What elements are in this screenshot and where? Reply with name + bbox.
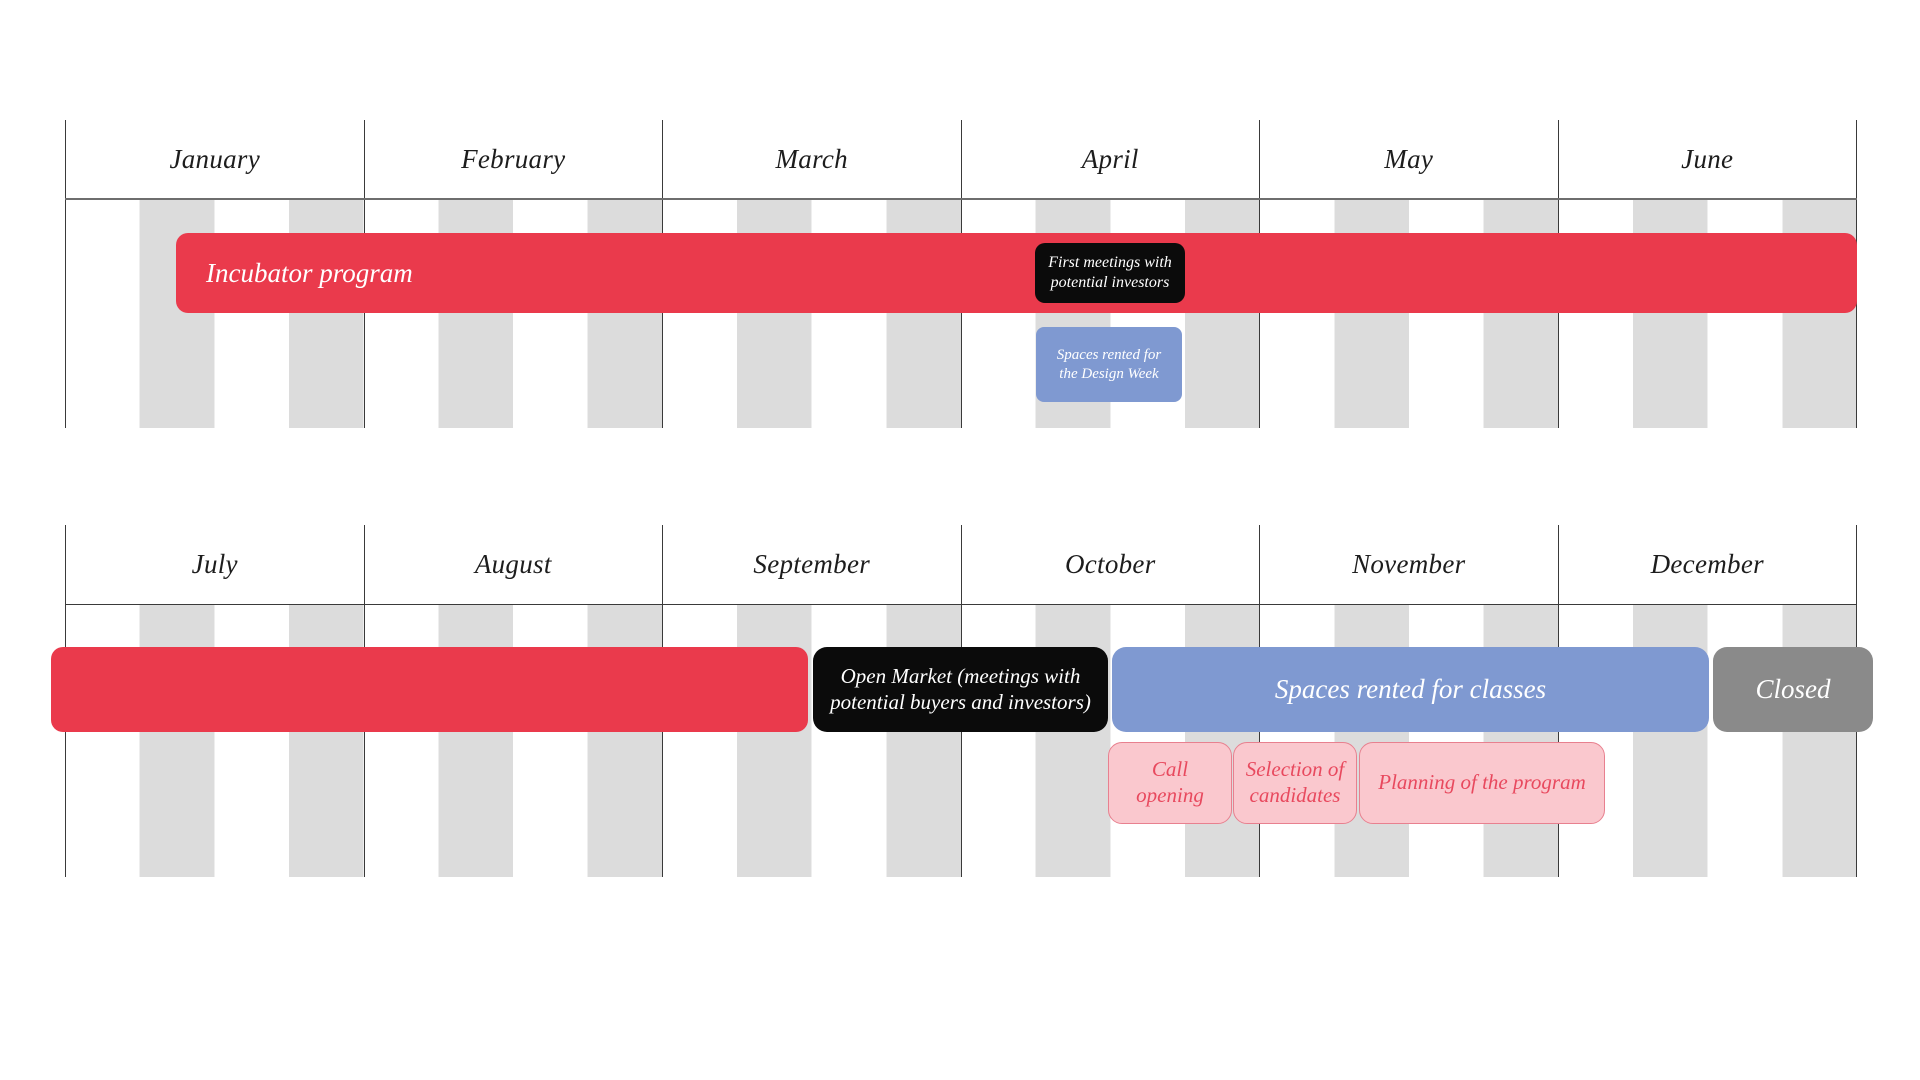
bar-call-opening[interactable]: Call opening [1108, 742, 1232, 824]
bar-incubator-program-continued[interactable] [51, 647, 808, 732]
timeline-section-second-half: July August September October November D… [51, 525, 1873, 877]
month-label-december: December [1650, 549, 1764, 579]
bar-planning-of-the-program[interactable]: Planning of the program [1359, 742, 1605, 824]
month-cell-january: January [65, 120, 364, 198]
month-label-august: August [474, 549, 552, 579]
month-label-april: April [1081, 143, 1139, 174]
month-label-november: November [1352, 549, 1466, 579]
week-stripes-second-half [65, 605, 1857, 877]
bar-label-incubator-program: Incubator program [206, 257, 413, 288]
bar-label-design-week-line2: the Design Week [1059, 365, 1159, 382]
month-cell-august: August [363, 525, 663, 604]
bar-design-week[interactable]: Spaces rented for the Design Week [1036, 327, 1182, 402]
month-label-october: October [1064, 549, 1156, 579]
bar-label-selection-line2: candidates [1249, 783, 1341, 807]
bar-incubator-program[interactable]: Incubator program [176, 233, 1857, 313]
month-cell-april: April [960, 120, 1260, 198]
bar-label-first-meetings: First meetings with potential investors [1035, 253, 1185, 292]
bar-label-open-market: Open Market (meetings with potential buy… [813, 664, 1108, 715]
month-label-may: May [1384, 143, 1434, 174]
bar-label-planning-of-the-program: Planning of the program [1378, 770, 1586, 795]
bar-label-open-market-line1: Open Market (meetings with [840, 663, 1081, 688]
month-cell-june: June [1557, 120, 1857, 198]
bar-label-open-market-line2: potential buyers and investors) [830, 689, 1091, 714]
bar-open-market[interactable]: Open Market (meetings with potential buy… [813, 647, 1108, 732]
bar-label-first-meetings-line2: potential investors [1050, 274, 1170, 291]
bar-label-design-week-line1: Spaces rented for [1056, 347, 1162, 364]
bar-label-selection-of-candidates: Selection of candidates [1234, 757, 1356, 808]
plot-area-second-half: Open Market (meetings with potential buy… [51, 605, 1873, 877]
month-cell-october: October [960, 525, 1260, 604]
month-label-july: July [191, 549, 238, 579]
bar-spaces-rented-classes[interactable]: Spaces rented for classes [1112, 647, 1709, 732]
bar-first-meetings[interactable]: First meetings with potential investors [1035, 243, 1185, 303]
timeline-section-first-half: January February March April May June [65, 120, 1857, 428]
month-cell-december: December [1557, 525, 1857, 604]
month-label-september: September [753, 549, 871, 579]
month-cell-september: September [662, 525, 961, 604]
bar-label-design-week: Spaces rented for the Design Week [1036, 346, 1182, 383]
month-cell-february: February [363, 120, 663, 198]
month-header-first-half: January February March April May June [65, 120, 1857, 200]
bar-closed[interactable]: Closed [1713, 647, 1873, 732]
month-header-second-half: July August September October November D… [65, 525, 1857, 605]
bar-selection-of-candidates[interactable]: Selection of candidates [1233, 742, 1357, 824]
month-cell-july: July [65, 525, 364, 604]
month-cell-march: March [662, 120, 961, 198]
plot-area-first-half: Incubator program First meetings with po… [65, 200, 1857, 428]
bar-label-call-opening: Call opening [1136, 757, 1204, 807]
month-label-january: January [169, 143, 261, 174]
bar-label-selection-line1: Selection of [1245, 757, 1345, 782]
month-label-february: February [461, 143, 566, 174]
month-cell-may: May [1259, 120, 1558, 198]
bar-label-first-meetings-line1: First meetings with [1048, 254, 1172, 272]
bar-label-closed: Closed [1755, 674, 1831, 705]
month-label-march: March [775, 143, 848, 174]
bar-label-spaces-rented-classes: Spaces rented for classes [1274, 674, 1547, 705]
month-cell-november: November [1259, 525, 1558, 604]
month-label-june: June [1681, 143, 1734, 174]
